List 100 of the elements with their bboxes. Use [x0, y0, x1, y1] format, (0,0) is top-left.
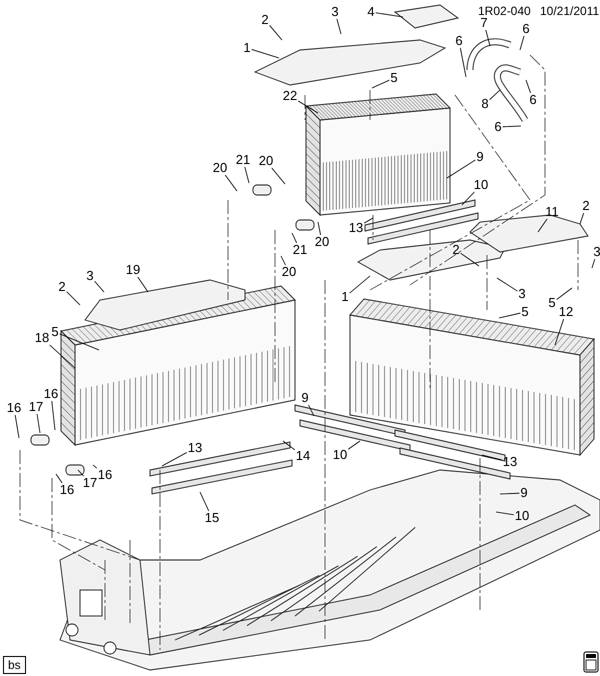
- note-box: bs: [3, 656, 26, 674]
- callout-number: 10: [472, 178, 490, 192]
- callout-number: 10: [514, 509, 530, 523]
- callout-number: 9: [475, 150, 485, 164]
- callout-number: 16: [42, 387, 60, 401]
- leader-line: [51, 400, 56, 430]
- callout-number: 16: [58, 483, 76, 497]
- callout-number: 5: [520, 305, 530, 319]
- callout-number: 6: [493, 120, 503, 134]
- leader-line: [200, 492, 210, 512]
- leader-line: [282, 440, 296, 450]
- callout-number: 19: [124, 263, 142, 277]
- callout-number: 3: [330, 5, 340, 19]
- callout-number: 14: [294, 449, 312, 463]
- leader-line: [460, 48, 466, 78]
- callout-number: 7: [479, 16, 489, 30]
- leader-line: [271, 168, 286, 184]
- callout-number: 5: [50, 325, 60, 339]
- leader-line: [348, 440, 360, 450]
- leader-line: [269, 25, 282, 40]
- callout-number: 20: [314, 235, 330, 249]
- callout-number: 6: [454, 34, 464, 48]
- leader-line: [292, 232, 298, 244]
- leader-line: [36, 414, 40, 434]
- callout-number: 2: [451, 243, 461, 257]
- leader-line: [66, 291, 80, 306]
- leader-line: [460, 252, 480, 266]
- callout-number: 10: [332, 448, 348, 462]
- callout-number: 17: [28, 400, 44, 414]
- callout-number: 21: [292, 243, 308, 257]
- leader-line: [498, 312, 521, 318]
- callout-number: 13: [502, 455, 518, 469]
- callout-number: 5: [389, 71, 399, 85]
- leader-line: [496, 512, 514, 516]
- leader-line: [94, 280, 104, 292]
- callout-number: 13: [186, 441, 204, 455]
- leader-line: [251, 49, 280, 58]
- callout-number: 1: [340, 290, 350, 304]
- leader-line: [59, 334, 100, 350]
- leader-line: [78, 470, 84, 476]
- leader-line: [485, 30, 490, 46]
- leader-line: [308, 404, 314, 416]
- leader-line: [592, 258, 596, 268]
- leader-line: [14, 414, 20, 438]
- leader-line: [349, 276, 370, 294]
- callout-number: 16: [6, 401, 22, 415]
- callout-number: 22: [282, 89, 298, 103]
- leader-line: [520, 36, 524, 50]
- callout-number: 13: [348, 221, 364, 235]
- leader-line: [49, 344, 76, 368]
- drawing-code: 10/21/2011: [540, 4, 600, 18]
- callout-number: 18: [34, 331, 50, 345]
- callout-number: 8: [480, 97, 490, 111]
- callout-number: 11: [544, 205, 560, 219]
- leader-line: [580, 212, 584, 224]
- callout-number: 4: [366, 5, 376, 19]
- leader-line: [92, 464, 98, 469]
- callout-number: 6: [521, 22, 531, 36]
- leader-line: [489, 90, 500, 100]
- callout-number: 2: [581, 199, 591, 213]
- leader-line: [56, 474, 63, 484]
- callout-number: 20: [212, 161, 228, 175]
- callout-number: 20: [258, 154, 274, 168]
- drawing-code: 1R02-040: [478, 4, 531, 18]
- leader-line: [372, 80, 390, 88]
- leader-line: [224, 174, 238, 192]
- leader-line: [137, 276, 148, 292]
- callout-number: 5: [547, 296, 557, 310]
- leader-line: [502, 126, 522, 128]
- leader-line: [538, 218, 548, 232]
- leader-line: [364, 218, 374, 224]
- callout-number: 15: [204, 511, 220, 525]
- callout-number: 16: [96, 468, 114, 482]
- callout-number: 2: [260, 13, 270, 27]
- leader-line: [462, 192, 475, 206]
- callout-number: 17: [82, 476, 98, 490]
- callout-number: 3: [592, 245, 600, 259]
- leader-line: [244, 166, 250, 184]
- leader-line: [375, 12, 404, 18]
- callout-number: 2: [57, 280, 67, 294]
- callout-number: 12: [558, 305, 574, 319]
- callout-number: 6: [528, 93, 538, 107]
- leader-line: [336, 18, 342, 34]
- callout-number: 9: [519, 486, 529, 500]
- callout-number: 1: [242, 41, 252, 55]
- callout-number: 20: [280, 265, 298, 279]
- callout-number: 9: [300, 391, 310, 405]
- callout-number: 3: [517, 287, 527, 301]
- callout-number: 21: [234, 153, 252, 167]
- leader-line: [556, 288, 572, 300]
- leader-line: [162, 452, 188, 466]
- leader-line: [496, 278, 518, 292]
- leader-line: [500, 492, 520, 494]
- leader-line: [526, 80, 531, 94]
- leader-line: [318, 222, 321, 236]
- callout-number: 3: [85, 269, 95, 283]
- leader-line: [482, 454, 502, 460]
- leader-line: [554, 318, 564, 346]
- leader-line: [298, 100, 318, 114]
- leader-line: [280, 256, 286, 266]
